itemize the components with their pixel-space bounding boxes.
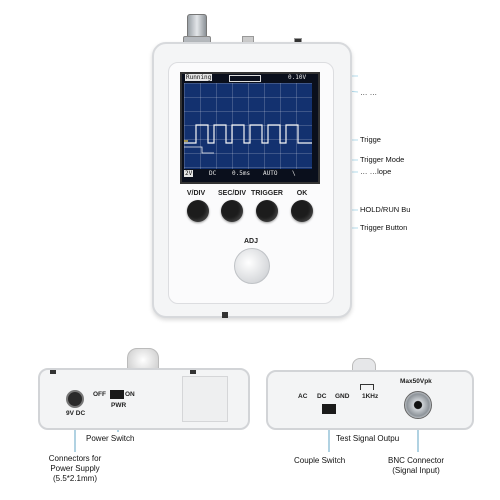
caption-power-supply: Connectors for Power Supply (5.5*2.1mm) — [48, 454, 102, 483]
screen-status-voltage: 0.10V — [288, 74, 307, 81]
ac-label: AC — [298, 393, 308, 400]
trigger-button[interactable] — [256, 200, 278, 222]
test-signal-terminal — [360, 384, 374, 390]
bnc-input-connector[interactable] — [404, 391, 432, 419]
caption-test-signal: Test Signal Outpu — [336, 434, 400, 443]
trigger-label: TRIGGER — [251, 190, 283, 197]
gnd-label: GND — [335, 393, 350, 400]
screen-trigger-mode: AUTO — [263, 170, 278, 177]
screen-status-running: Running — [185, 74, 213, 81]
adj-knob[interactable] — [234, 248, 270, 284]
dc-jack — [66, 390, 84, 408]
screen-trigger-slope: \ — [292, 170, 296, 177]
on-label: ON — [125, 391, 135, 398]
callout-obscured: … … — [360, 88, 378, 97]
ok-label: OK — [296, 190, 308, 197]
test-freq-label: 1KHz — [362, 393, 379, 400]
secdiv-button[interactable] — [221, 200, 243, 222]
couple-switch[interactable] — [322, 404, 336, 414]
left-panel-inset — [182, 376, 228, 422]
ok-button[interactable] — [291, 200, 313, 222]
screen-volt-div: 2V — [184, 170, 194, 177]
bottom-screw — [222, 312, 228, 318]
caption-bnc-connector: BNC Connector (Signal Input) — [388, 456, 445, 475]
right-side-panel — [266, 370, 474, 430]
dc-coupling-label: DC — [317, 393, 327, 400]
pwr-label: PWR — [111, 402, 127, 409]
caption-couple-switch: Couple Switch — [294, 456, 346, 465]
screen-grid — [184, 83, 312, 169]
waveform-trace — [184, 124, 312, 154]
screen-sec-div: 0.5ms — [232, 170, 251, 177]
screen-coupling: DC — [209, 170, 217, 177]
left-panel-screw-2 — [190, 370, 196, 374]
adj-label: ADJ — [243, 238, 258, 245]
voltage-label: 9V DC — [66, 410, 86, 417]
caption-power-switch: Power Switch — [86, 434, 135, 443]
screen-trigger-position-bar — [229, 75, 261, 82]
vdiv-label: V/DIV — [186, 190, 206, 197]
left-panel-screw — [50, 370, 56, 374]
callout-trigger: Trigge — [360, 135, 381, 144]
max-voltage-label: Max50Vpk — [400, 378, 432, 385]
off-label: OFF — [93, 391, 106, 398]
callout-trigger-button: Trigger Button — [360, 223, 408, 232]
callout-trigger-mode: Trigger Mode — [360, 155, 405, 164]
secdiv-label: SEC/DIV — [217, 190, 246, 197]
power-switch[interactable] — [110, 390, 124, 399]
vdiv-button[interactable] — [187, 200, 209, 222]
callout-trigger-slope: … …lope — [360, 167, 392, 176]
callout-hold-run: HOLD/RUN Bu — [360, 205, 411, 214]
